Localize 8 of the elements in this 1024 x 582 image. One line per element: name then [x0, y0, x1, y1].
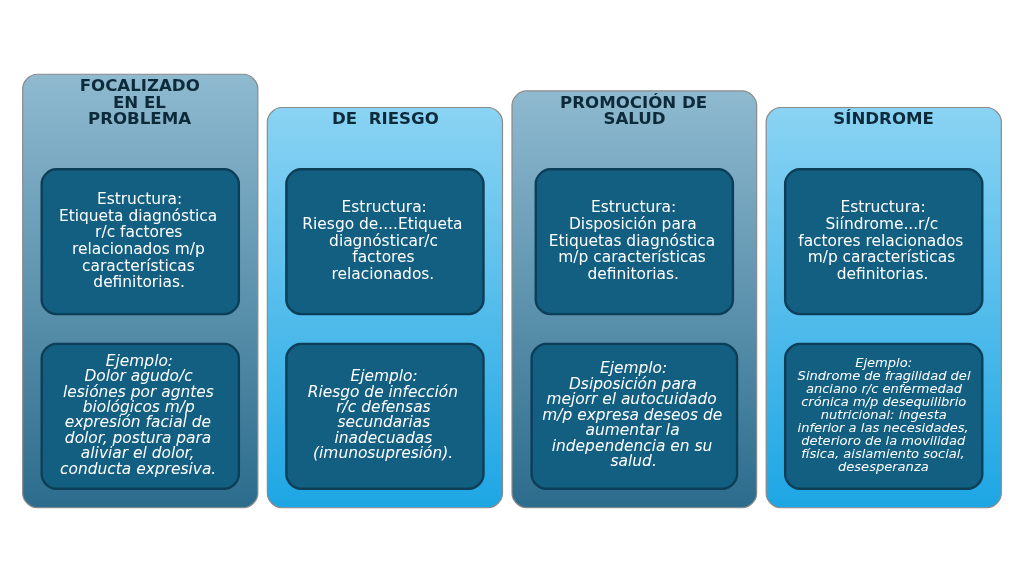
node-box: Estructura: Siíndrome...r/c factores relacionados m/p características definitorias.	[783, 168, 984, 316]
node-box: Estructura: Disposición para Etiquetas diagnóstica m/p características definitorias.	[534, 168, 735, 316]
node-box: Ejemplo: Dsiposición para mejorr el autocuidado m/p expresa deseos de aumentar la independencia en su salud.	[530, 342, 739, 490]
node-box: Estructura: Riesgo de....Etiqueta diagnósticar/c factores relacionados.	[285, 168, 485, 316]
node-box: Ejemplo: Sindrome de fragilidad del anciano r/c enfermedad crónica m/p desequilibrio nutricional: ingesta inferior a las necesidades, deterioro de la movilidad física, aislamiento social, desesperanza	[783, 342, 984, 490]
node-box: Ejemplo: Riesgo de infección r/c defensas secundarias inadecuadas (imunosupresión).	[285, 342, 485, 490]
node-box: Ejemplo: Dolor agudo/c lesiónes por agntes biológicos m/p expresión facial de dolor, postura para aliviar el dolor, conducta expresiva.	[40, 342, 241, 490]
node-box: Estructura: Etiqueta diagnóstica r/c factores relacionados m/p características definitorias.	[40, 168, 241, 316]
